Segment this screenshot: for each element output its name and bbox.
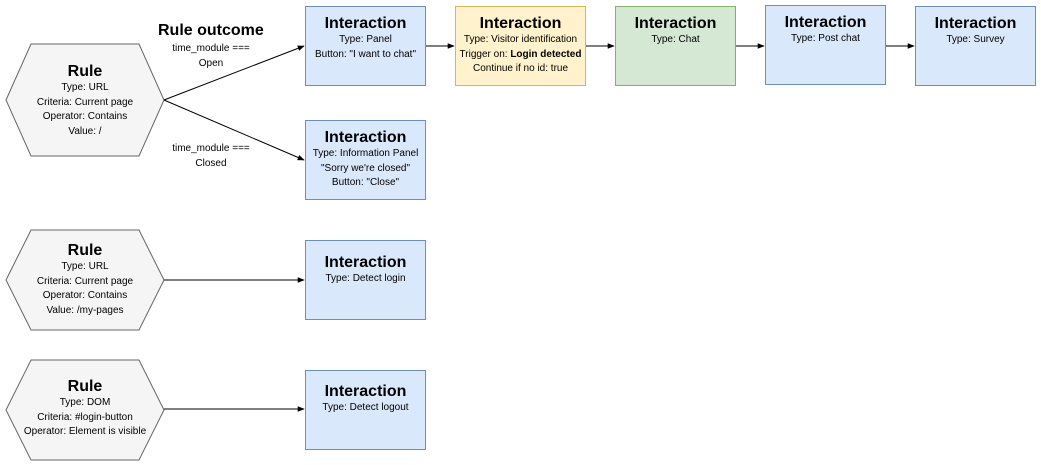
interaction-info-panel-title: Interaction <box>324 129 407 146</box>
rule-hexagon-3[interactable] <box>5 359 165 461</box>
rule-2-title: Rule <box>67 242 103 259</box>
interaction-visitor-id-trigger: Trigger on: Login detected <box>456 48 585 63</box>
rule-3-title: Rule <box>67 378 103 395</box>
interaction-survey-title: Interaction <box>934 15 1017 32</box>
interaction-survey[interactable]: Interaction Type: Survey <box>915 6 1036 86</box>
interaction-visitor-id-title: Interaction <box>479 15 562 32</box>
interaction-chat-type: Type: Chat <box>651 34 700 45</box>
edge-label-open-condition: time_module === <box>172 43 250 54</box>
interaction-chat[interactable]: Interaction Type: Chat <box>615 6 736 86</box>
rule-outcome-heading: Rule outcome <box>158 22 264 39</box>
rule-2-operator: Operator: Contains <box>42 290 128 301</box>
edge-rule1-to-panel <box>163 45 305 101</box>
rule-3: Rule Type: DOM Criteria: #login-button O… <box>6 377 164 440</box>
trigger-value: Login detected <box>510 48 582 60</box>
rule-2-criteria: Criteria: Current page <box>36 275 134 287</box>
edge-label-closed-condition: time_module === <box>172 143 250 154</box>
interaction-post-chat-type: Type: Post chat <box>791 33 860 44</box>
rule-2-value: Value: /my-pages <box>46 304 124 316</box>
interaction-info-panel-type: Type: Information Panel <box>312 148 419 159</box>
rule-1-title: Rule <box>67 63 103 80</box>
rule-1-operator: Operator: Contains <box>42 111 128 122</box>
interaction-info-panel-button: Button: "Close" <box>331 177 400 188</box>
rule-1-value: Value: / <box>68 125 102 137</box>
rule-1-type: Type: URL <box>61 82 109 93</box>
interaction-detect-logout-type: Type: Detect logout <box>322 402 409 413</box>
interaction-information-panel[interactable]: Interaction Type: Information Panel "Sor… <box>305 120 426 200</box>
interaction-panel[interactable]: Interaction Type: Panel Button: "I want … <box>305 6 426 86</box>
interaction-detect-logout-title: Interaction <box>324 383 407 400</box>
interaction-visitor-identification[interactable]: Interaction Type: Visitor identification… <box>455 6 586 86</box>
rule-2: Rule Type: URL Criteria: Current page Op… <box>6 241 164 318</box>
edge-label-open-value: Open <box>198 57 224 69</box>
interaction-panel-title: Interaction <box>324 15 407 32</box>
interaction-post-chat[interactable]: Interaction Type: Post chat <box>765 5 886 85</box>
interaction-visitor-id-type: Type: Visitor identification <box>463 34 578 45</box>
interaction-chat-title: Interaction <box>634 15 717 32</box>
edge-label-open: time_module === Open <box>166 42 256 71</box>
interaction-info-panel-message: "Sorry we're closed" <box>320 162 411 174</box>
rule-3-type: Type: DOM <box>59 397 111 408</box>
interaction-post-chat-title: Interaction <box>784 14 867 31</box>
edge-label-closed-value: Closed <box>195 157 227 169</box>
trigger-label: Trigger on: <box>459 48 508 60</box>
rule-3-criteria: Criteria: #login-button <box>37 411 133 423</box>
rule-3-operator: Operator: Element is visible <box>23 426 147 437</box>
interaction-detect-logout[interactable]: Interaction Type: Detect logout <box>305 370 426 450</box>
interaction-detect-login[interactable]: Interaction Type: Detect login <box>305 240 426 320</box>
edge-rule1-to-info-panel <box>163 99 305 161</box>
interaction-panel-button: Button: "I want to chat" <box>314 48 417 60</box>
interaction-survey-type: Type: Survey <box>946 34 1005 45</box>
interaction-panel-type: Type: Panel <box>339 34 392 45</box>
interaction-visitor-id-continue: Continue if no id: true <box>472 63 569 74</box>
interaction-detect-login-title: Interaction <box>324 254 407 271</box>
rule-2-type: Type: URL <box>61 261 109 272</box>
interaction-detect-login-type: Type: Detect login <box>325 273 406 284</box>
rule-1-criteria: Criteria: Current page <box>36 96 134 108</box>
rule-1: Rule Type: URL Criteria: Current page Op… <box>6 62 164 139</box>
edge-label-closed: time_module === Closed <box>166 142 256 171</box>
